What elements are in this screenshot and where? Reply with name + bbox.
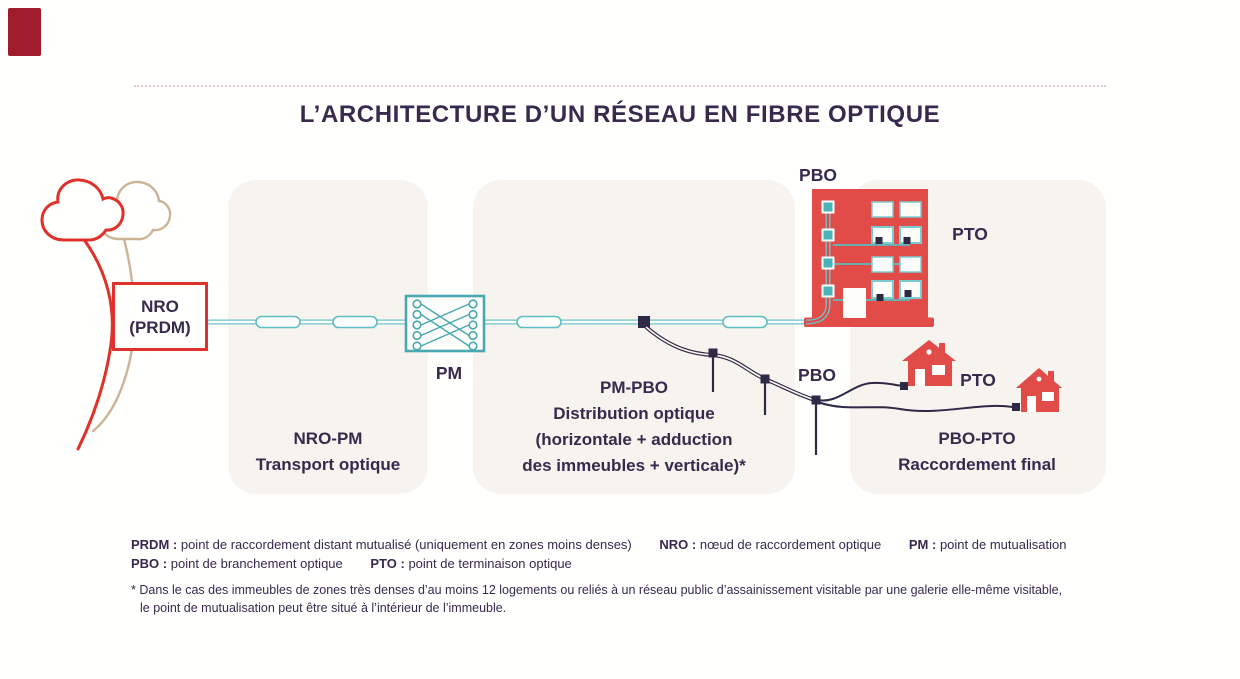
aerial-drop-cable [644, 325, 819, 403]
pto-houses-label: PTO [960, 370, 996, 390]
splitter-cross-lines [420, 303, 470, 347]
page-title: L’ARCHITECTURE D’UN RÉSEAU EN FIBRE OPTI… [299, 101, 941, 128]
legend: PRDM : point de raccordement distant mut… [131, 535, 1090, 573]
pm-splitter-box [404, 294, 486, 353]
legend-item-pm: PM : point de mutualisation [909, 535, 1067, 554]
legend-item-prdm: PRDM : point de raccordement distant mut… [131, 535, 632, 554]
poles [711, 357, 818, 455]
building-windows [871, 201, 922, 299]
house-icon [1016, 368, 1062, 412]
section2-line4: des immeubles + verticale)* [522, 456, 746, 475]
footnote-line1: * Dans le cas des immeubles de zones trè… [131, 583, 1063, 597]
title-divider-line [134, 85, 1106, 87]
pbo-building-label: PBO [799, 165, 837, 185]
riser-pbo-boxes [821, 200, 835, 298]
cable-junction-square [638, 316, 650, 328]
house-drop-wires [817, 381, 1013, 412]
legend-row-2: PBO : point de branchement optique PTO :… [131, 554, 1090, 573]
house-icon [902, 340, 956, 386]
section2-line1: PM-PBO [600, 378, 668, 397]
legend-term: NRO : [659, 537, 697, 552]
section-panel-distribution [473, 180, 795, 494]
section-label-raccordement: PBO-PTO Raccordement final [827, 426, 1127, 478]
pbo-pole-label: PBO [798, 365, 836, 385]
legend-term: PTO : [370, 556, 405, 571]
footnote: * Dans le cas des immeubles de zones trè… [131, 581, 1062, 617]
building-door [843, 288, 866, 318]
legend-item-pto: PTO : point de terminaison optique [370, 554, 571, 573]
legend-term: PBO : [131, 556, 168, 571]
section3-line2: Raccordement final [898, 455, 1056, 474]
section2-line2: Distribution optique [553, 404, 715, 423]
legend-item-nro: NRO : nœud de raccordement optique [659, 535, 881, 554]
section-label-transport: NRO-PM Transport optique [178, 426, 478, 478]
prdm-label: (PRDM) [129, 317, 191, 337]
pto-house-squares [900, 382, 1020, 411]
nro-prdm-box: NRO (PRDM) [112, 282, 208, 351]
riser-cable [805, 207, 831, 325]
building-icon [804, 189, 934, 327]
splice-capsules [255, 315, 768, 329]
legend-def: point de branchement optique [170, 556, 343, 571]
legend-row-1: PRDM : point de raccordement distant mut… [131, 535, 1090, 554]
footnote-line2: le point de mutualisation peut être situ… [140, 601, 507, 615]
legend-def: point de terminaison optique [408, 556, 572, 571]
nro-label: NRO [141, 296, 179, 316]
red-cloud-outline [40, 178, 125, 242]
section2-line3: (horizontale + adduction [535, 430, 733, 449]
legend-def: nœud de raccordement optique [699, 537, 882, 552]
legend-def: point de mutualisation [939, 537, 1067, 552]
brand-color-mark [8, 8, 41, 56]
legend-def: point de raccordement distant mutualisé … [180, 537, 632, 552]
legend-term: PRDM : [131, 537, 178, 552]
legend-item-pbo: PBO : point de branchement optique [131, 554, 343, 573]
pole-pbo-squares [708, 348, 821, 405]
splitter-ports [412, 299, 478, 351]
section1-line2: Transport optique [255, 455, 401, 474]
red-curve-line [76, 239, 114, 451]
pto-building-label: PTO [952, 224, 988, 244]
cloud-icon [40, 178, 172, 451]
pto-termination-squares [875, 237, 912, 301]
pm-label: PM [435, 363, 463, 383]
section1-line1: NRO-PM [293, 429, 363, 448]
building-base [804, 317, 934, 327]
section-label-distribution: PM-PBO Distribution optique (horizontale… [484, 375, 784, 479]
section-panel-transport [228, 180, 428, 494]
tan-curve-line [91, 237, 136, 433]
section3-line1: PBO-PTO [938, 429, 1016, 448]
legend-term: PM : [908, 537, 937, 552]
